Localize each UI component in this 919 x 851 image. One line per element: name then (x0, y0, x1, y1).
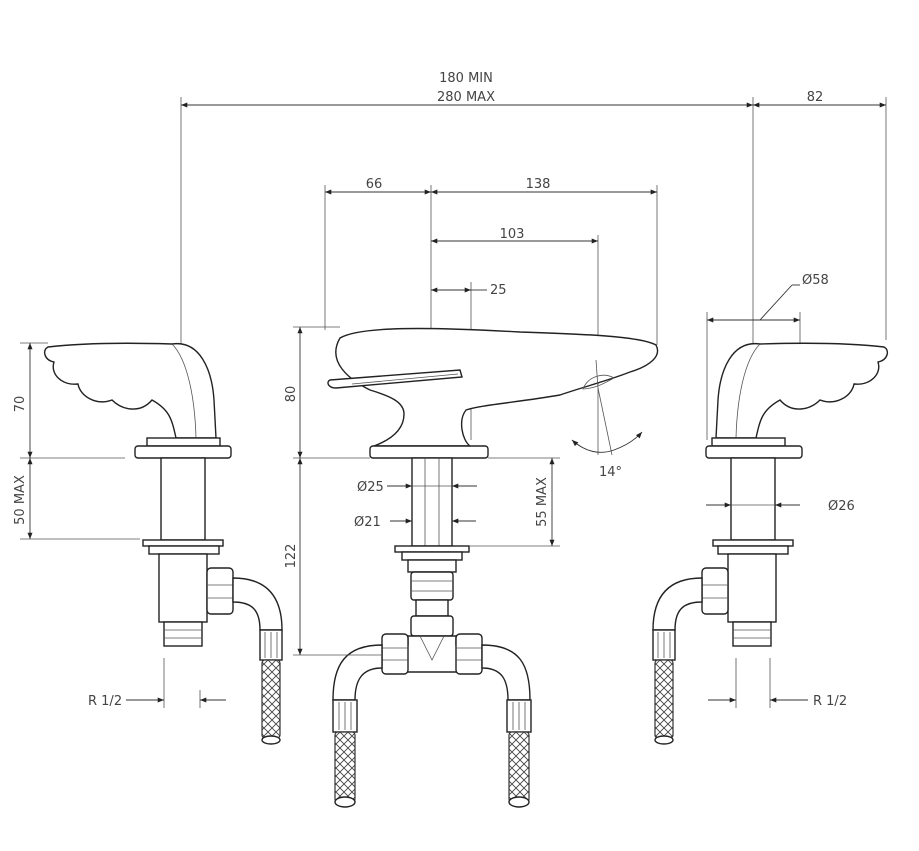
spout-vertical-dimensions: 80 122 55 MAX (284, 326, 560, 656)
thread-right-label: R 1/2 (813, 694, 847, 709)
overall-span-dimension: 180 MIN 280 MAX (180, 71, 754, 440)
left-handle-valve (43, 342, 283, 745)
span-max-label: 280 MAX (437, 90, 495, 105)
deck-left-label: 50 MAX (13, 475, 28, 525)
right-handle-valve (652, 342, 889, 745)
handle-diameter-dimension: Ø58 (706, 273, 829, 440)
span-min-label: 180 MIN (439, 71, 493, 86)
spout (327, 327, 659, 808)
handle-diameter-label: Ø58 (802, 273, 829, 288)
dia-21-label: Ø21 (354, 515, 381, 530)
shank-diameter-dimensions: Ø25 Ø21 (354, 480, 477, 530)
right-handle-dimensions: Ø26 R 1/2 (706, 499, 855, 709)
spout-dimensions: 66 138 103 25 (324, 177, 658, 450)
shank-length-label: 122 (284, 544, 299, 569)
spout-back-label: 66 (366, 177, 383, 192)
spout-reach-label: 138 (526, 177, 551, 192)
dia-26-label: Ø26 (828, 499, 855, 514)
spout-base-offset-label: 25 (490, 283, 507, 298)
angle-label: 14° (599, 465, 622, 480)
handle-offset-label: 82 (807, 90, 824, 105)
deck-center-label: 55 MAX (535, 477, 550, 527)
handle-offset-dimension: 82 (753, 90, 887, 340)
dia-25-label: Ø25 (357, 480, 384, 495)
left-handle-dimensions: 70 50 MAX R 1/2 (13, 342, 226, 709)
spout-height-label: 80 (284, 386, 299, 403)
handle-height-label: 70 (13, 396, 28, 413)
spout-angle-dimension: 14° (571, 387, 643, 480)
thread-left-label: R 1/2 (88, 694, 122, 709)
spout-reach-inner-label: 103 (500, 227, 525, 242)
